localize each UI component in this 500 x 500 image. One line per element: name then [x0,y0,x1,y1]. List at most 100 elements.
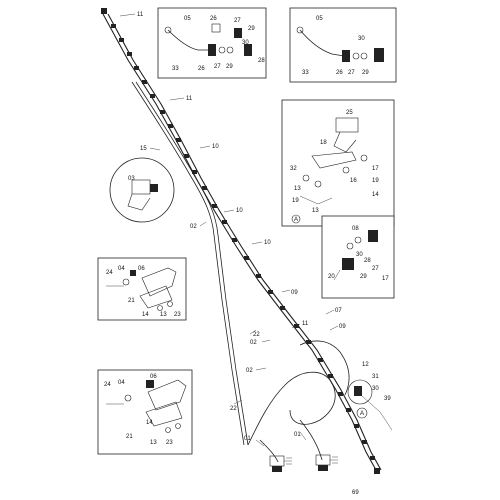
part-number-label: 28 [364,258,371,264]
label-10-c: 10 [264,240,271,246]
nozzle-body [202,186,207,190]
nozzle-row [111,24,375,460]
nozzle-body [134,66,139,70]
nozzle-body [150,94,155,98]
label-01-a: 01 [244,436,251,442]
nozzle-body [370,456,375,460]
part-number-label: 19 [372,178,379,184]
nozzle-body [160,110,165,114]
part-number-label: 04 [118,380,125,386]
part-number-label: 21 [128,298,135,304]
supply-hose-01 [259,439,279,463]
part-number-label: 06 [138,266,145,272]
part-number-label: 33 [302,70,309,76]
label-22-a: 22 [253,332,260,338]
part-number-label: 27 [234,18,241,24]
nozzle-body [346,408,351,412]
inlet-fitting-right [315,454,338,471]
boom-end-cap [374,468,380,474]
nozzle-body [318,358,323,362]
part-number-label: 17 [372,166,379,172]
part-number-label: 14 [372,192,379,198]
part-number-label: 29 [226,64,233,70]
part-number-label: 30 [358,36,365,42]
label-12: 12 [362,362,369,368]
nozzle-body [306,340,311,344]
part-number-label: A [294,217,298,223]
part-number-label: 13 [312,208,319,214]
nozzle-body [142,80,147,84]
boom-hose-15b [135,81,249,446]
label-15: 15 [140,146,147,152]
nozzle-body [111,24,116,28]
main-labels: 11 11 11 15 10 10 10 02 02 02 09 09 07 2… [119,12,391,496]
label-09-a: 09 [291,290,298,296]
boom-hose-15 [131,81,245,446]
part-number-label: 30 [356,252,363,258]
boom-tube-upper [102,13,377,471]
inset-circle-5: 03 [109,157,175,223]
nozzle-body [127,52,132,56]
nozzle-body [244,256,249,260]
label-a-main: A [360,411,364,417]
part-number-label: 32 [290,166,297,172]
part-number-label: 05 [316,16,323,22]
marker-a-circle [356,407,368,419]
label-02-b: 02 [250,340,257,346]
part-number-label: 04 [118,266,125,272]
inset-box-2: 05 30 26 27 29 33 [289,7,397,83]
part-number-label: 17 [382,276,389,282]
nozzle-body [268,290,273,294]
nozzle-body [362,440,367,444]
inset-box-6: 24 04 06 21 14 13 23 [97,257,187,321]
part-number-label: 13 [150,440,157,446]
valve-body [354,386,362,396]
part-number-label: 23 [174,312,181,318]
inset-box-3: 25 18 32 17 16 13 19 13 19 14 A [281,99,395,227]
part-number-label: 27 [348,70,355,76]
part-number-label: 26 [336,70,343,76]
part-number-label: 28 [258,58,265,64]
label-30: 30 [372,386,379,392]
footer-number: 69 [352,490,359,496]
nozzle-body [168,124,173,128]
part-number-label: 24 [106,270,113,276]
label-39: 39 [384,396,391,402]
part-number-label: 19 [292,198,299,204]
inset-box-7: 24 04 06 21 13 23 14 [97,369,193,455]
part-number-label: 23 [166,440,173,446]
part-number-label: 24 [104,382,111,388]
supply-hose-02 [299,340,350,396]
label-10-b: 10 [236,208,243,214]
nozzle-body [232,238,237,242]
label-22-b: 22 [230,406,237,412]
part-number-label: 26 [198,66,205,72]
part-number-label: 20 [328,274,335,280]
part-number-label: 06 [150,374,157,380]
part-number-label: 03 [128,176,135,182]
supply-hose-22 [247,371,336,446]
main-boom-assembly [101,8,393,474]
nozzle-body [192,170,197,174]
nozzle-body [176,138,181,142]
part-number-label: 13 [160,312,167,318]
valve-detail-circle [347,379,373,405]
part-number-label: 13 [294,186,301,192]
part-number-label: 30 [242,40,249,46]
part-number-label: 29 [248,26,255,32]
label-02-a: 02 [190,224,197,230]
inset-box-4: 08 30 28 27 29 20 17 [321,215,395,299]
part-number-label: 33 [172,66,179,72]
part-number-label: 27 [214,64,221,70]
nozzle-body [119,38,124,42]
nozzle-body [256,274,261,278]
part-number-label: 27 [372,266,379,272]
nozzle-body [328,374,333,378]
boom-end-cap [101,8,107,14]
part-number-label: 25 [346,110,353,116]
inlet-fitting-left [269,455,292,472]
part-number-label: 14 [146,420,153,426]
part-number-label: 08 [352,226,359,232]
part-number-label: 29 [362,70,369,76]
